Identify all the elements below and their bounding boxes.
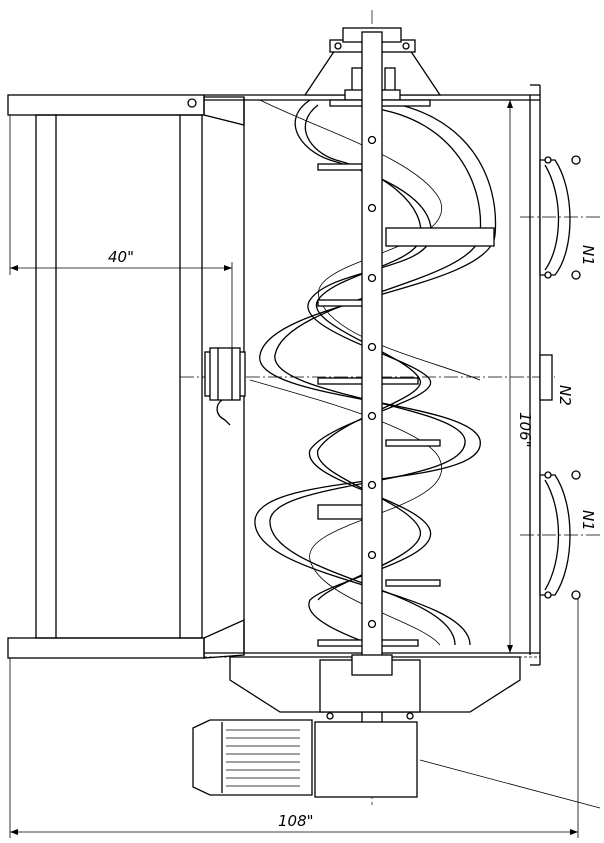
gear-reducer bbox=[314, 721, 418, 798]
agitator-shaft bbox=[361, 31, 383, 793]
dimension-106in bbox=[507, 100, 513, 653]
dimension-40in bbox=[9, 115, 233, 380]
dimension-108-label: 108" bbox=[278, 812, 314, 830]
nozzle-label-n1-bottom: N1 bbox=[579, 510, 597, 531]
dimension-40-label: 40" bbox=[108, 248, 134, 266]
nozzle-label-n2: N2 bbox=[556, 385, 574, 406]
support-frame bbox=[7, 94, 205, 659]
nozzle-n2 bbox=[539, 354, 553, 401]
electric-motor bbox=[192, 719, 313, 796]
agitator-arms bbox=[317, 99, 495, 647]
side-inlet-nozzle bbox=[204, 347, 246, 426]
leader-line bbox=[419, 759, 601, 809]
bottom-drive-housing bbox=[229, 654, 521, 720]
tank-body bbox=[243, 84, 541, 666]
dimension-108in bbox=[9, 598, 579, 838]
nozzle-label-n1-top: N1 bbox=[579, 245, 597, 266]
manway-n1-top bbox=[539, 155, 581, 280]
dimension-106-label: 106" bbox=[516, 412, 534, 448]
